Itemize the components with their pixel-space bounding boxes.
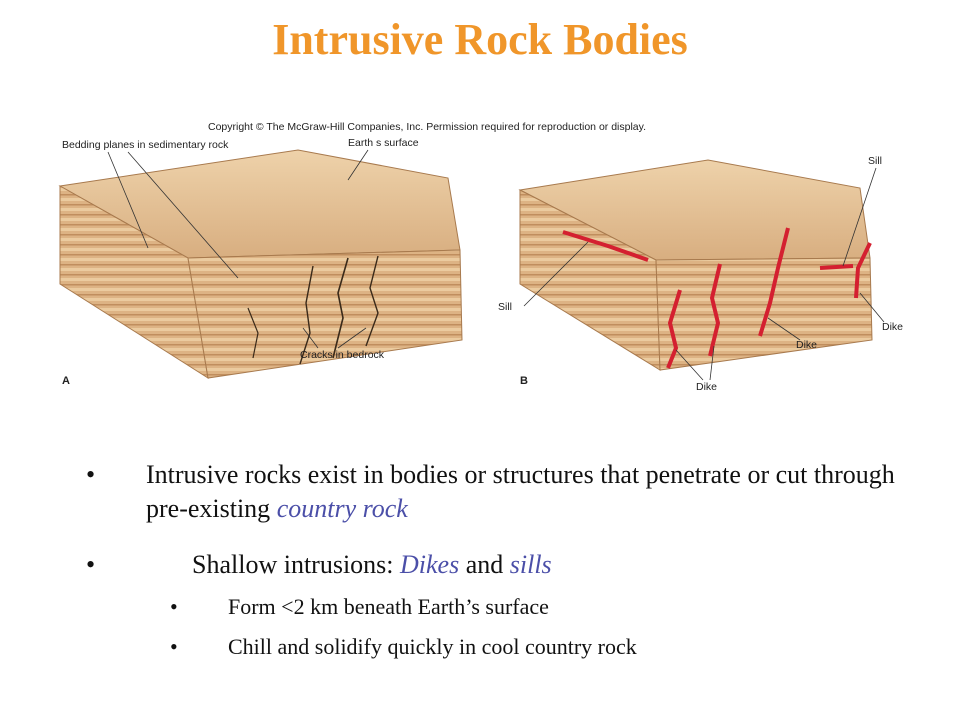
block-a-crack [299,265,314,365]
label-sill-top: Sill [868,155,882,167]
label-bedding-planes: Bedding planes in sedimentary rock [62,139,229,151]
dike-intrusion [758,227,790,337]
leader-line [523,241,589,307]
highlight-country-rock: country rock [276,494,408,523]
copyright-notice: Copyright © The McGraw-Hill Companies, I… [208,121,646,133]
block-a-front-face [187,249,463,379]
label-cracks-bedrock: Cracks in bedrock [300,349,385,361]
leader-line [675,349,704,381]
leader-line [302,327,319,349]
block-b-front-face [655,257,873,371]
block-b [518,159,873,371]
rock-diagram: Copyright © The McGraw-Hill Companies, I… [58,121,903,393]
bullet-text: Shallow intrusions: [192,550,401,579]
sub-bullet-chill: • Chill and solidify quickly in cool cou… [86,632,906,662]
label-dike-middle: Dike [796,339,817,351]
label-sill-left: Sill [498,301,512,313]
block-a-crack [332,257,349,359]
block-a-crack [365,255,379,347]
bullet-marker: • [86,550,96,579]
sub-bullet-depth: • Form <2 km beneath Earth’s surface [86,592,906,622]
leader-line [859,292,885,323]
bullet-text: Chill and solidify quickly in cool count… [228,634,637,659]
leader-line [347,149,369,181]
sill-intrusion [819,264,854,270]
bullet-marker: • [86,460,96,489]
leader-line [709,345,715,381]
panel-b-label: B [520,375,528,387]
leader-line [842,167,877,267]
sill-intrusion [562,230,649,262]
leader-line [767,317,801,341]
panel-a-label: A [62,375,70,387]
label-dike-bottom: Dike [696,381,717,393]
leader-line [107,151,149,249]
label-dike-right: Dike [882,321,903,333]
highlight-dikes: Dikes [400,550,460,579]
dike-intrusion [854,242,872,299]
label-earth-surface: Earth s surface [348,137,419,149]
block-a [58,149,463,380]
bullet-item-intrusive-rocks: • Intrusive rocks exist in bodies or str… [86,458,906,526]
bullet-item-shallow-intrusions: • Shallow intrusions: Dikes and sills [86,548,906,582]
dike-intrusion [666,289,682,369]
dike-intrusion [708,263,722,357]
leader-line [337,327,367,349]
slide-title: Intrusive Rock Bodies [272,15,688,64]
bullet-list: • Intrusive rocks exist in bodies or str… [86,458,906,662]
bullet-marker: • [170,634,178,659]
bullet-text: Form <2 km beneath Earth’s surface [228,594,549,619]
leader-line [127,151,239,279]
block-a-crack [247,307,259,359]
highlight-sills: sills [509,550,552,579]
bullet-text-connector: and [459,550,510,579]
bullet-text: Intrusive rocks exist in bodies or struc… [146,460,895,523]
bullet-marker: • [170,594,178,619]
